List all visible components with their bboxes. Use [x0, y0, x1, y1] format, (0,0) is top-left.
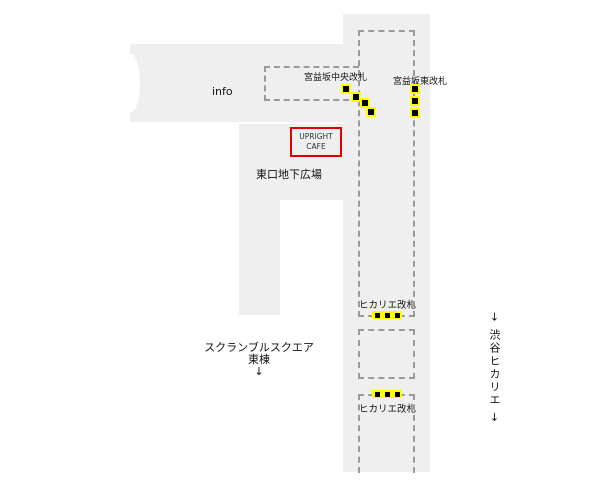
gate-marker — [410, 108, 420, 118]
info-label: info — [212, 85, 233, 98]
scramble-label-line2: 東棟 — [248, 353, 270, 366]
gate-area-dashed-horizontal — [264, 66, 359, 101]
concourse-horizontal — [130, 44, 344, 122]
miyamasuzaka-central-gate-label: 宮益坂中央改札 — [304, 73, 368, 83]
scramble-square-direction: スクランブルスクエア 東棟 ↓ — [200, 342, 318, 378]
east-plaza-passage — [239, 198, 280, 315]
gate-marker-row — [372, 311, 402, 319]
gate-marker — [410, 96, 420, 106]
upright-cafe[interactable]: UPRIGHT CAFE — [290, 127, 342, 157]
gate-marker — [410, 84, 420, 94]
area-dashed-middle — [358, 329, 415, 379]
cafe-name-line1: UPRIGHT — [299, 132, 333, 141]
gate-marker — [360, 98, 370, 108]
gate-marker — [341, 84, 351, 94]
gate-marker — [351, 92, 361, 102]
plaza-label: 東口地下広場 — [256, 168, 322, 181]
hikarie-direction-label: → 渋谷ヒカリエ → — [488, 312, 501, 424]
hikarie-gate-upper-label: ヒカリエ改札 — [359, 300, 417, 311]
miyamasuzaka-east-gate-label: 宮益坂東改札 — [393, 77, 448, 87]
cafe-name-line2: CAFE — [306, 142, 326, 151]
hikarie-gate-lower-label: ヒカリエ改札 — [359, 404, 417, 415]
gate-marker — [366, 107, 376, 117]
gate-marker-row — [372, 390, 402, 398]
scramble-label-line1: スクランブルスクエア — [204, 341, 314, 354]
concourse-notch — [122, 54, 140, 112]
down-arrow-icon: ↓ — [254, 365, 264, 378]
